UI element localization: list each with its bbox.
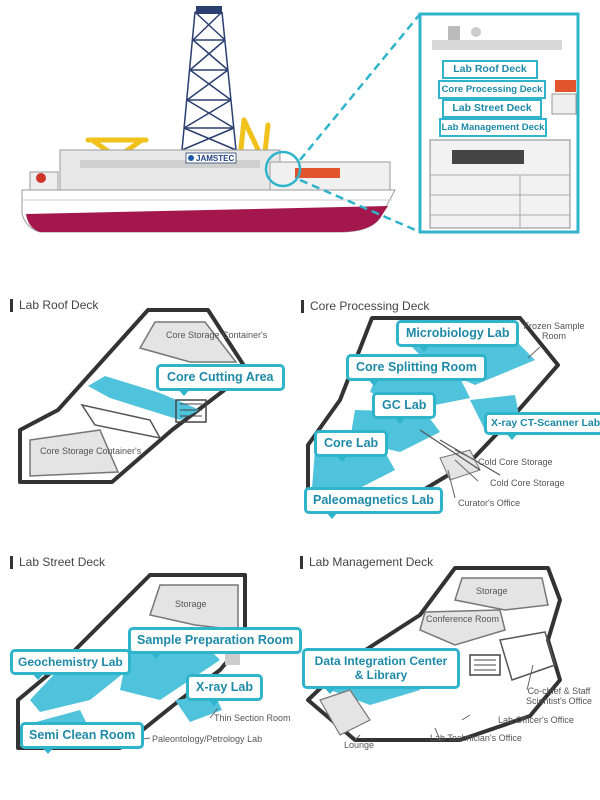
jamstec-logo-text: JAMSTEC — [196, 154, 235, 163]
label-cold-core-storage-2: Cold Core Storage — [490, 478, 565, 488]
callout-core-cutting-area: Core Cutting Area — [156, 364, 285, 395]
label-storage-lab-street: Storage — [175, 599, 207, 609]
label-cold-core-storage-1: Cold Core Storage — [478, 457, 553, 467]
inset-label-lab-street-deck: Lab Street Deck — [442, 99, 542, 118]
panel-title-lab-management-deck: Lab Management Deck — [300, 556, 433, 569]
label-lab-officers-office: Lab Officer's Office — [498, 715, 574, 725]
label-lab-technicians-office: Lab Technician's Office — [430, 733, 522, 743]
label-thin-section-room: Thin Section Room — [214, 713, 291, 723]
label-curators-office: Curator's Office — [458, 498, 521, 508]
inset-label-lab-management-deck: Lab Management Deck — [439, 118, 547, 137]
label-paleontology-petrology-lab: Paleontology/Petrology Lab — [152, 734, 263, 744]
panel-title-lab-street-deck: Lab Street Deck — [10, 556, 105, 569]
callout-gc-lab: GC Lab — [372, 392, 437, 423]
derrick-tower — [181, 11, 237, 151]
panel-title-core-processing-deck: Core Processing Deck — [301, 300, 429, 313]
inset-label-lab-roof-deck: Lab Roof Deck — [442, 60, 538, 79]
drilling-ship-illustration — [21, 6, 421, 234]
label-lounge: Lounge — [344, 740, 375, 750]
label-core-storage-top: Core Storage Container's — [166, 330, 268, 340]
callout-microbiology-lab: Microbiology Lab — [396, 320, 520, 351]
label-conference-room: Conference Room — [426, 614, 500, 624]
callout-geochemistry-lab: Geochemistry Lab — [10, 649, 131, 680]
callout-data-integration-center: Data Integration Center & Library — [302, 648, 460, 694]
label-co-chief-office: Co-chief & Staff Scientist's Office — [525, 686, 593, 707]
label-storage-lab-management: Storage — [476, 586, 508, 596]
callout-xray-ct-scanner-lab: X-ray CT-Scanner Lab — [484, 412, 600, 439]
label-frozen-sample-room: Frozen Sample Room — [523, 321, 585, 342]
lab-highlight-circle — [264, 150, 302, 188]
lab-roof-deck-plan — [18, 308, 250, 484]
panel-title-lab-roof-deck: Lab Roof Deck — [10, 299, 98, 312]
inset-label-core-processing-deck: Core Processing Deck — [438, 80, 546, 99]
callout-core-splitting-room: Core Splitting Room — [346, 354, 487, 385]
callout-core-lab: Core Lab — [314, 430, 389, 461]
callout-sample-preparation-room: Sample Preparation Room — [128, 627, 303, 658]
label-core-storage-bottom: Core Storage Container's — [40, 446, 142, 456]
core-cutting-area-shape — [88, 376, 200, 420]
callout-xray-lab: X-ray Lab — [186, 674, 263, 705]
callout-semi-clean-room: Semi Clean Room — [20, 722, 145, 753]
sample-preparation-shape — [120, 640, 220, 700]
callout-paleomagnetics-lab: Paleomagnetics Lab — [304, 487, 443, 518]
